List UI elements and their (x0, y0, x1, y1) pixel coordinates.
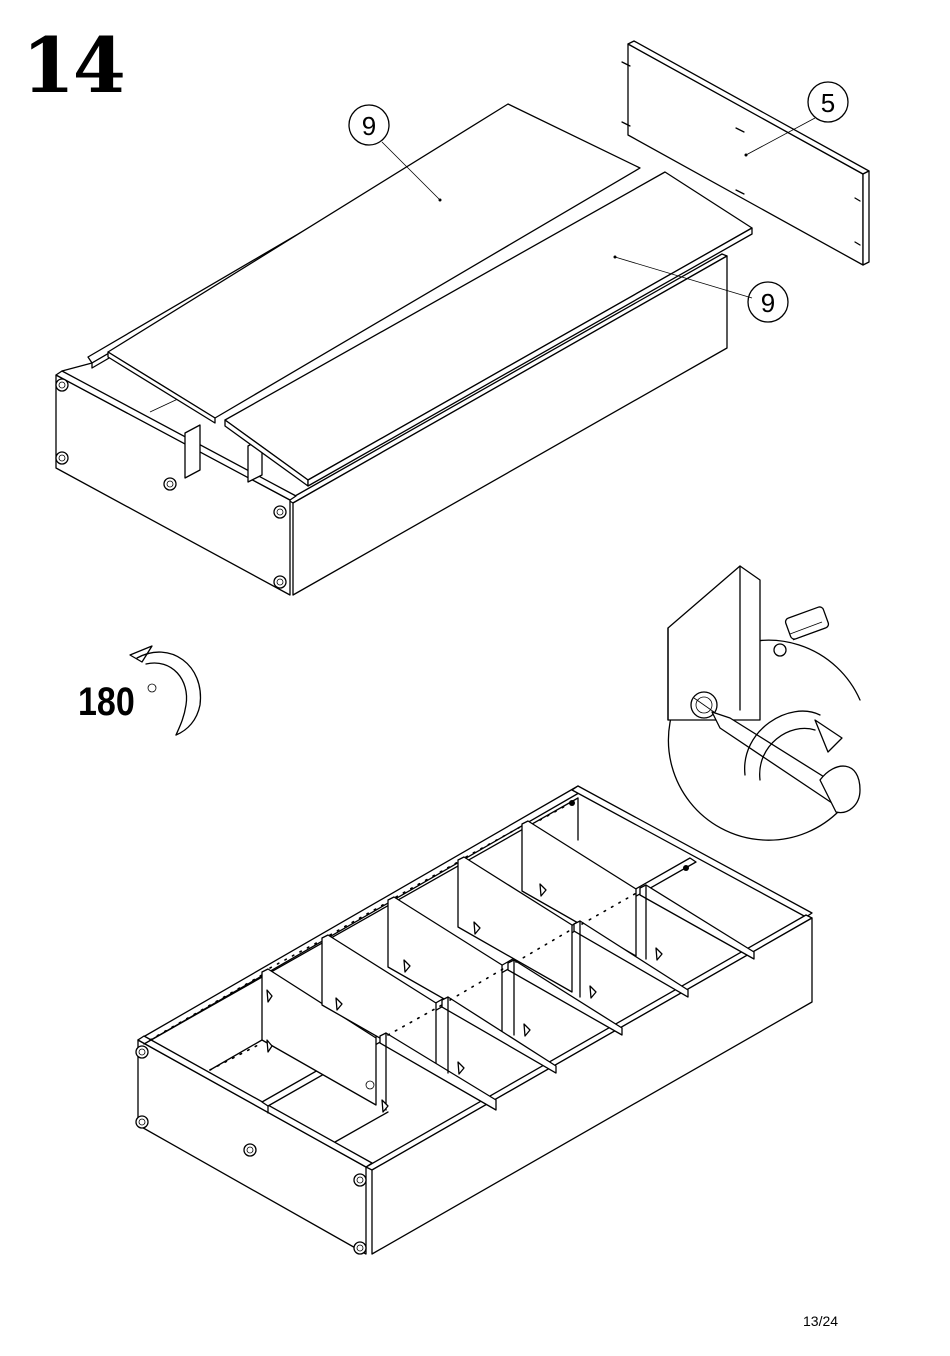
callout-panel-9-right: 9 (748, 282, 788, 322)
callout-panel-5: 5 (808, 82, 848, 122)
svg-text:5: 5 (821, 88, 835, 118)
rotation-label: 180 (78, 680, 135, 725)
detail-zoom-circle (668, 566, 860, 840)
frame-top-assembly (56, 104, 752, 595)
callout-panel-9-left: 9 (349, 105, 389, 145)
rotate-180-arrow-icon (130, 646, 200, 735)
dowel-icon (774, 606, 830, 656)
screwdriver-icon (712, 711, 860, 812)
svg-text:9: 9 (761, 288, 775, 318)
page-number: 13/24 (803, 1313, 838, 1329)
frame-bottom-assembly (136, 786, 812, 1254)
svg-text:9: 9 (362, 111, 376, 141)
